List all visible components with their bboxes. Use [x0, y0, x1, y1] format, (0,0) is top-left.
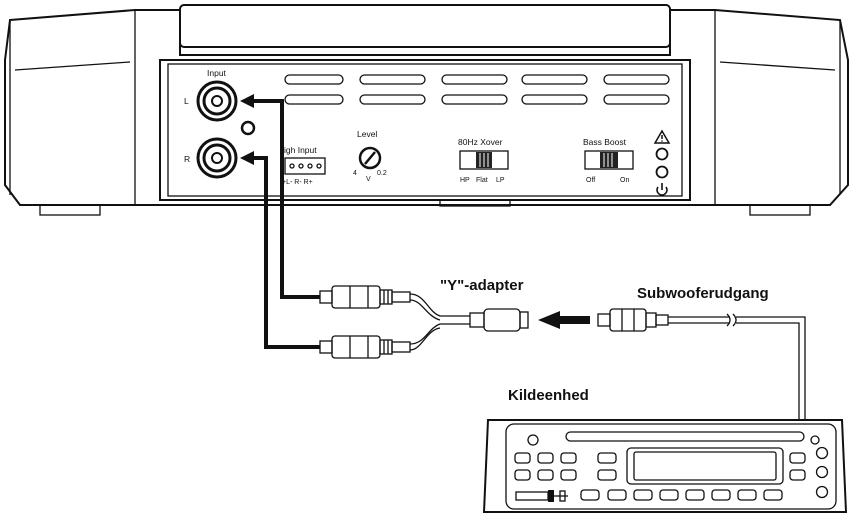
xover-option-lp: LP — [496, 177, 505, 184]
input-label: Input — [207, 68, 227, 78]
level-unit: V — [366, 176, 371, 183]
xover-switch[interactable] — [459, 150, 509, 170]
xover-label: 80Hz Xover — [458, 137, 503, 147]
high-input-label: igh Input — [284, 145, 317, 155]
warning-icon — [653, 129, 671, 144]
level-min: 4 — [353, 170, 357, 177]
high-input-terminal[interactable] — [284, 157, 326, 175]
xover-option-hp: HP — [460, 177, 470, 184]
power-icon — [656, 183, 668, 196]
amplifier: Input L R igh Input +L- R- R+ Level — [4, 4, 849, 216]
arrow-icon — [538, 311, 560, 329]
y-adapter — [319, 285, 529, 359]
right-channel-label: R — [184, 154, 190, 164]
bass-boost-switch[interactable] — [584, 150, 634, 170]
bass-boost-label: Bass Boost — [583, 137, 627, 147]
display — [626, 447, 784, 485]
power-led-icon — [655, 165, 669, 179]
rca-input-left[interactable] — [196, 80, 238, 122]
high-input-terminals: +L- R- R+ — [282, 179, 313, 186]
source-unit-label: Kildeenhed — [508, 387, 589, 404]
indicator-led — [240, 120, 256, 136]
cable-left-channel — [240, 94, 320, 299]
source-unit — [482, 419, 848, 513]
protect-led-icon — [655, 147, 669, 161]
cd-slot — [565, 431, 805, 442]
bass-boost-on-label: On — [620, 177, 629, 184]
cable-right-channel — [240, 151, 320, 349]
left-channel-label: L — [184, 96, 189, 106]
bass-boost-off-label: Off — [586, 177, 595, 184]
rca-input-right[interactable] — [196, 137, 238, 179]
y-adapter-label: "Y"-adapter — [440, 277, 524, 294]
xover-option-flat: Flat — [476, 177, 488, 184]
level-max: 0.2 — [377, 170, 387, 177]
arrow-icon — [240, 94, 254, 108]
arrow-icon — [240, 151, 254, 165]
subwoofer-output-label: Subwooferudgang — [637, 285, 769, 302]
level-knob[interactable] — [358, 146, 382, 170]
subwoofer-cable — [597, 308, 806, 420]
level-label: Level — [357, 129, 377, 139]
vent-slots — [284, 74, 670, 105]
